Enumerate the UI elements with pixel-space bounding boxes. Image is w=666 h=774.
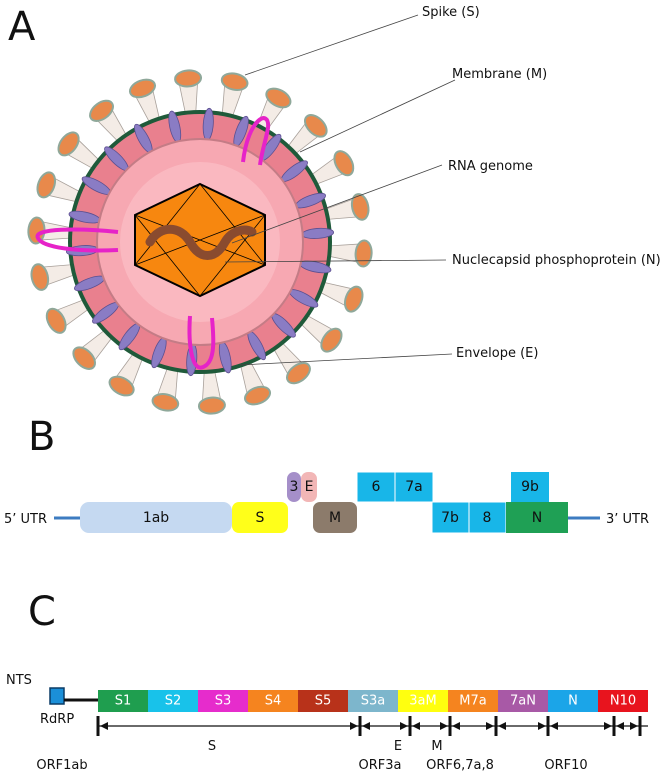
- gene-s: [232, 502, 288, 533]
- label-envelope: Envelope (E): [456, 346, 538, 361]
- label-spike: Spike (S): [422, 5, 480, 20]
- segment-s2: [148, 690, 198, 712]
- spike-protein: [317, 281, 364, 313]
- spike-protein: [108, 351, 144, 397]
- segment-3am: [398, 690, 448, 712]
- gene-1ab: [80, 502, 232, 533]
- rdrp-marker: [49, 687, 65, 705]
- gene-s-label: S: [256, 510, 265, 526]
- segment-s5-label: S5: [315, 694, 332, 709]
- gene-7b: [431, 501, 470, 534]
- spike-protein: [326, 239, 373, 268]
- orf3a-label: ORF3a: [359, 758, 402, 773]
- spike-protein: [174, 69, 203, 116]
- segment-s3-label: S3: [215, 694, 232, 709]
- panel-label-c: C: [28, 589, 56, 635]
- gene-m-label: M: [329, 510, 341, 526]
- segment-m7a-label: M7a: [459, 694, 486, 709]
- genome-map-b: 5’ UTR 3’ UTR 1ab S 3 E M 6 7a 7b 8 9b N: [4, 471, 649, 534]
- segment-7an-label: 7aN: [510, 694, 536, 709]
- segment-n: [548, 690, 598, 712]
- nts-label: NTS: [6, 673, 32, 688]
- spike-protein: [309, 150, 355, 186]
- segment-s4-label: S4: [265, 694, 282, 709]
- spike-protein: [128, 78, 161, 125]
- utr5-label: 5’ UTR: [4, 512, 47, 527]
- gene-m: [313, 502, 357, 533]
- orf1ab-label: ORF1ab: [36, 758, 87, 773]
- gene-e: [301, 472, 317, 502]
- segment-s1-label: S1: [115, 694, 132, 709]
- rna-genome-strand: [145, 224, 257, 260]
- gene-6: [356, 471, 396, 503]
- genome-segments: S1 S2 S3 S4 S5 S3a 3aM M7a 7aN N N10: [98, 690, 648, 712]
- leader-lines: [224, 14, 456, 366]
- panel-label-a: A: [8, 4, 36, 50]
- segment-n-label: N: [568, 694, 578, 709]
- genome-map-c: NTS RdRP S1 S2 S3 S4 S5 S3a 3aM M7a 7aN N N10: [6, 673, 648, 773]
- gene-7a: [394, 471, 434, 503]
- spike-protein: [30, 263, 77, 291]
- envelope-protein-top: [241, 116, 271, 166]
- segment-s2-label: S2: [165, 694, 182, 709]
- orf678-label: ORF6,7a,8: [426, 758, 494, 773]
- gene-3: [287, 472, 301, 502]
- segment-s3a: [348, 690, 398, 712]
- segment-n10-label: N10: [610, 694, 636, 709]
- segment-s5: [298, 690, 348, 712]
- spike-protein: [256, 87, 292, 133]
- gene-1ab-label: 1ab: [143, 510, 169, 526]
- panel-label-b: B: [28, 414, 55, 460]
- spike-protein: [57, 131, 101, 170]
- envelope-protein-left: [35, 227, 119, 253]
- spike-protein: [72, 328, 114, 370]
- spike-protein: [197, 368, 226, 415]
- spike-protein: [36, 171, 83, 203]
- segment-n10: [598, 690, 648, 712]
- label-nucleocapsid: Nuclecapsid phosphoprotein (N): [452, 253, 661, 268]
- orf10-label: ORF10: [544, 758, 587, 773]
- segment-s4: [248, 690, 298, 712]
- range-e-label: E: [394, 739, 402, 754]
- envelope-protein-bottom: [187, 315, 216, 370]
- spike-protein: [45, 298, 91, 334]
- range-m-label: M: [431, 739, 442, 754]
- segment-ruler: [96, 716, 648, 736]
- gene-9b-label: 9b: [521, 479, 539, 495]
- gene-8-label: 8: [483, 510, 492, 526]
- gene-7a-label: 7a: [405, 479, 423, 495]
- gene-9b: [511, 472, 549, 502]
- gene-n: [506, 502, 568, 533]
- label-rna-genome: RNA genome: [448, 159, 533, 174]
- virion-illustration: [27, 69, 373, 415]
- gene-3-label: 3: [290, 479, 299, 495]
- gene-e-label: E: [305, 479, 314, 495]
- range-s-label: S: [208, 739, 216, 754]
- gene-n-label: N: [532, 510, 542, 526]
- segment-s3a-label: S3a: [361, 694, 386, 709]
- segment-s1: [98, 690, 148, 712]
- label-membrane: Membrane (M): [452, 67, 547, 82]
- segment-s3: [198, 690, 248, 712]
- spike-protein: [220, 72, 249, 119]
- rdrp-label: RdRP: [40, 712, 74, 727]
- ruler-arrowheads: [100, 722, 638, 730]
- gene-7b-label: 7b: [441, 510, 459, 526]
- utr3-label: 3’ UTR: [606, 512, 649, 527]
- gene-6-label: 6: [372, 479, 381, 495]
- segment-m7a: [448, 690, 498, 712]
- membrane-proteins: [65, 107, 335, 377]
- gene-8: [468, 501, 507, 534]
- segment-7an: [498, 690, 548, 712]
- segment-3am-label: 3aM: [409, 694, 436, 709]
